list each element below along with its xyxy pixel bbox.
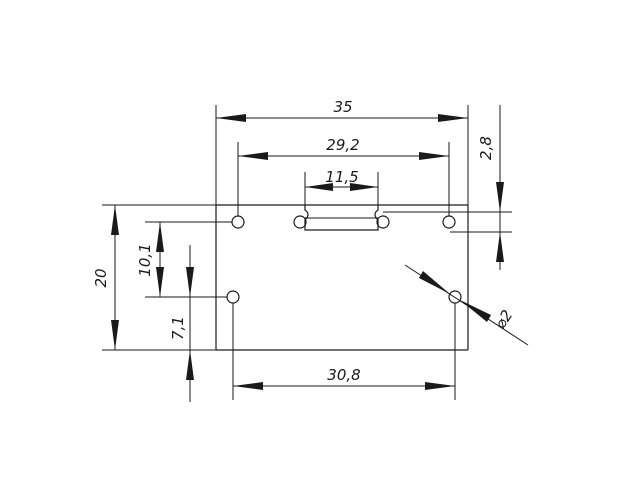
dim-label-hole-diameter: ⌀2	[491, 307, 516, 332]
dim-label-slot-width: 11,5	[325, 168, 358, 186]
holes	[226, 215, 462, 304]
plate-outline	[215, 204, 469, 351]
dim-top-offset: 2,8	[383, 105, 512, 270]
dim-slot-width: 11,5	[304, 168, 379, 205]
dim-label-overall-width: 35	[333, 98, 352, 116]
dim-hole-diameter: ⌀2	[404, 264, 529, 346]
dim-bottom-hole-offset: 7,1	[169, 245, 194, 402]
dim-label-overall-height: 20	[92, 268, 110, 287]
dim-overall-height: 20	[92, 204, 216, 351]
dim-label-bottom-hole-offset: 7,1	[169, 316, 187, 340]
hole-top-right	[442, 215, 456, 229]
hole-top-slot-right	[376, 215, 390, 229]
hole-top-slot-left	[293, 215, 307, 229]
dim-label-top-offset: 2,8	[477, 136, 495, 160]
dim-overall-width: 35	[215, 98, 469, 205]
dim-label-hole-spacing-bottom: 30,8	[327, 366, 360, 384]
dim-label-hole-vertical-spacing: 10,1	[136, 243, 154, 276]
dim-label-hole-spacing-top: 29,2	[326, 136, 359, 154]
dim-hole-spacing-bottom: 30,8	[232, 303, 456, 400]
dim-hole-vertical-spacing: 10,1	[136, 221, 232, 298]
slot-profile	[304, 205, 379, 231]
dim-hole-spacing-top: 29,2	[237, 136, 450, 216]
hole-top-left	[231, 215, 245, 229]
hole-bottom-left	[226, 290, 240, 304]
